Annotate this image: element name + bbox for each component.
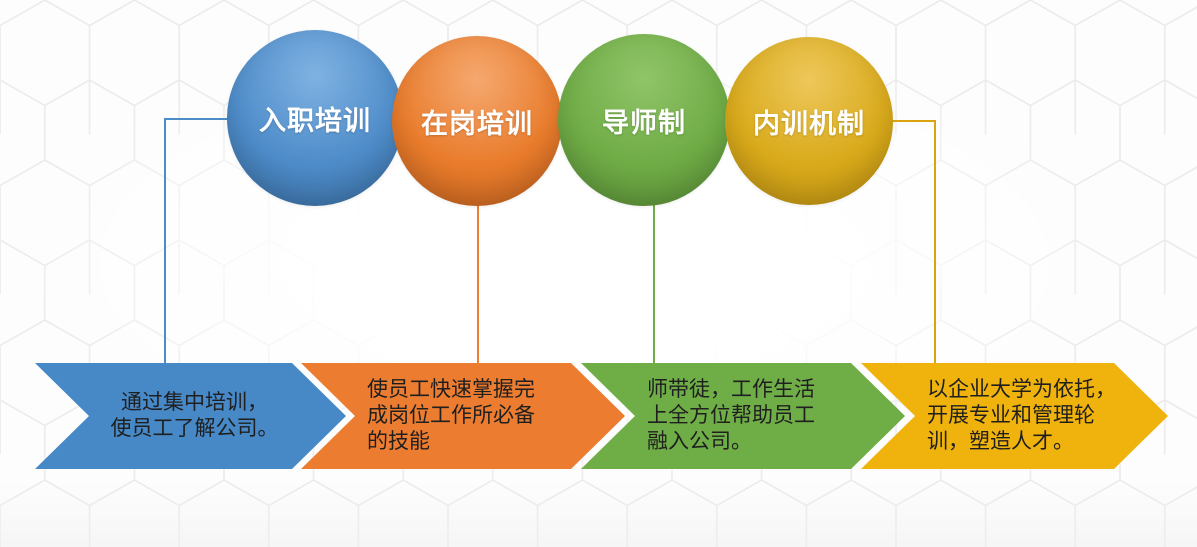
- connector-onjob: [477, 203, 479, 363]
- stage-description-mentorship: 师带徒，工作生活 上全方位帮助员工 融入公司。: [647, 378, 815, 453]
- connector-internal-training: [892, 120, 936, 363]
- stage-circle-mentorship: 导师制: [558, 34, 730, 206]
- stage-circle-onboarding: 入职培训: [227, 30, 403, 206]
- stage-circle-label-onboarding: 入职培训: [259, 105, 371, 136]
- stage-circle-label-internal-training: 内训机制: [753, 108, 865, 139]
- connector-mentorship: [653, 203, 655, 363]
- stage-description-internal-training: 以企业大学为依托， 开展专业和管理轮 训，塑造人才。: [927, 378, 1116, 453]
- stage-description-onboarding: 通过集中培训， 使员工了解公司。: [110, 391, 279, 440]
- stage-arrow-onjob: 使员工快速掌握完 成岗位工作所必备 的技能: [301, 363, 625, 469]
- stage-circle-label-mentorship: 导师制: [602, 107, 686, 138]
- stage-arrow-mentorship: 师带徒，工作生活 上全方位帮助员工 融入公司。: [581, 363, 905, 469]
- stage-circle-onjob: 在岗培训: [392, 36, 562, 206]
- connector-onboarding: [164, 118, 230, 363]
- stage-circle-internal-training: 内训机制: [725, 37, 893, 205]
- stage-description-onjob: 使员工快速掌握完 成岗位工作所必备 的技能: [367, 378, 535, 453]
- stage-circle-label-onjob: 在岗培训: [421, 108, 533, 139]
